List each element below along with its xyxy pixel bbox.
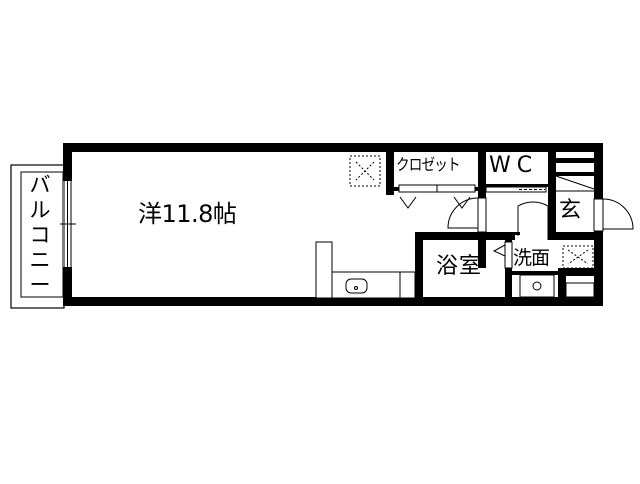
wc-door: [485, 186, 547, 193]
main-room-label: 洋11.8帖: [138, 200, 237, 228]
wash-storage: [565, 282, 595, 298]
front-door: [593, 198, 634, 232]
washroom-door: [517, 201, 549, 240]
ceiling-hatch-main: [349, 155, 381, 187]
ceiling-hatch-washroom: [562, 245, 594, 269]
entrance-label: 玄: [559, 198, 582, 223]
toilet-label: WC: [489, 153, 539, 178]
interior-walls: [415, 232, 603, 306]
hall-door: [447, 197, 487, 233]
entrance-details: [555, 175, 595, 192]
kitchen: [315, 241, 416, 299]
washroom-label: 洗面: [513, 247, 550, 269]
washroom-walls: [512, 268, 603, 297]
bathroom-label: 浴室: [436, 254, 483, 279]
balcony: [10, 164, 65, 309]
bath-door: [492, 241, 513, 269]
closet-doors: [398, 184, 476, 209]
entrance-walls: [548, 158, 594, 236]
washing-machine-space: [519, 274, 555, 298]
balcony-window: [60, 181, 76, 267]
closet-label: クロゼット: [396, 155, 461, 174]
balcony-label: バルコニー: [29, 173, 51, 297]
